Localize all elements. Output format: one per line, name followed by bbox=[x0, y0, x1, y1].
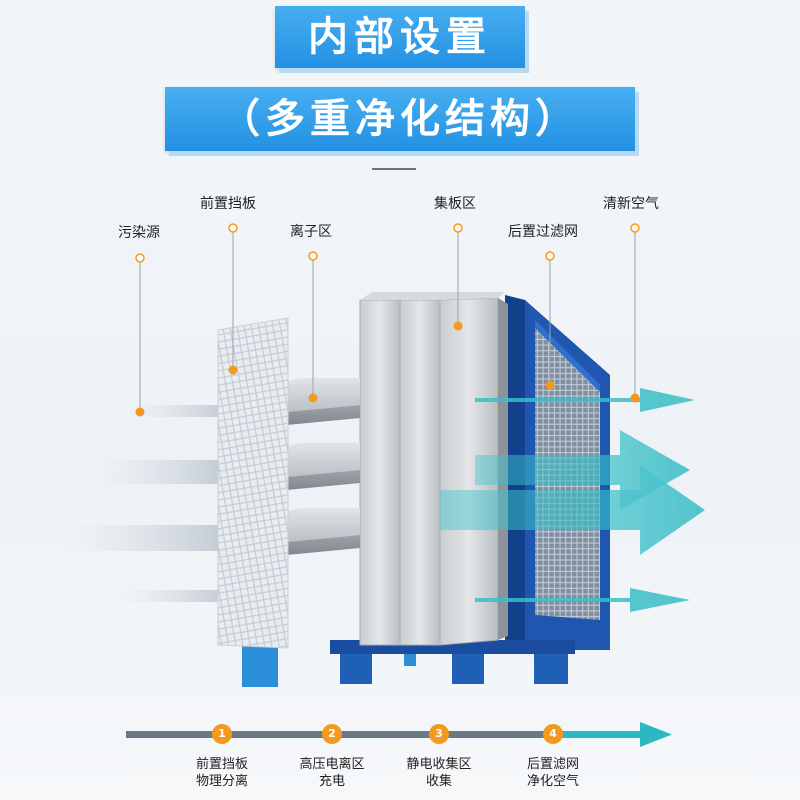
collector-plates bbox=[359, 292, 508, 646]
step-4: 后置滤网 净化空气 bbox=[498, 756, 608, 790]
title-main: 内部设置 bbox=[308, 14, 492, 60]
step-number-2: 2 bbox=[322, 724, 342, 744]
step-3-title: 静电收集区 bbox=[406, 757, 472, 772]
incoming-airflow bbox=[70, 405, 230, 602]
step-number-1: 1 bbox=[212, 724, 232, 744]
callout-ion-zone: 离子区 bbox=[290, 224, 332, 240]
step-1: 前置挡板 物理分离 bbox=[167, 756, 277, 790]
step-2-desc: 充电 bbox=[318, 774, 345, 789]
title-banner-sub: （多重净化结构） bbox=[165, 87, 635, 151]
step-2: 高压电离区 充电 bbox=[277, 756, 387, 790]
callout-front-baffle: 前置挡板 bbox=[200, 196, 256, 212]
process-arrow bbox=[126, 722, 672, 747]
step-3: 静电收集区 收集 bbox=[384, 756, 494, 790]
step-4-desc: 净化空气 bbox=[526, 774, 579, 789]
step-3-desc: 收集 bbox=[425, 774, 452, 789]
step-1-desc: 物理分离 bbox=[195, 774, 248, 789]
callout-lines bbox=[139, 228, 636, 412]
title-banner-main: 内部设置 bbox=[275, 6, 525, 68]
step-4-title: 后置滤网 bbox=[526, 757, 579, 772]
callout-markers bbox=[135, 223, 640, 417]
clean-airflow bbox=[440, 388, 705, 612]
callout-pollution-source: 污染源 bbox=[118, 225, 160, 241]
callout-collector-zone: 集板区 bbox=[434, 196, 476, 212]
callout-clean-air: 清新空气 bbox=[603, 196, 659, 212]
step-number-4: 4 bbox=[543, 724, 563, 744]
step-2-title: 高压电离区 bbox=[299, 757, 365, 772]
step-number-3: 3 bbox=[429, 724, 449, 744]
title-sub: （多重净化结构） bbox=[220, 96, 580, 142]
step-1-title: 前置挡板 bbox=[195, 757, 248, 772]
front-baffle bbox=[217, 317, 289, 649]
callout-rear-filter: 后置过滤网 bbox=[508, 224, 578, 240]
divider bbox=[372, 168, 416, 170]
